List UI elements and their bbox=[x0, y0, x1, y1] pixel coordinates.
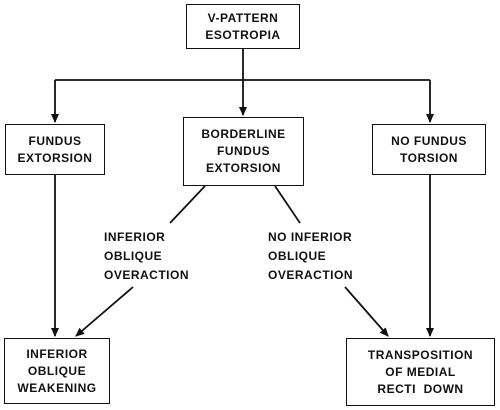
node-transposition-of-medial-recti-down: TRANSPOSITION OF MEDIAL RECTI DOWN bbox=[346, 338, 495, 406]
node-line: INFERIOR bbox=[26, 346, 88, 361]
node-no-fundus-torsion: NO FUNDUS TORSION bbox=[372, 124, 486, 175]
node-line: ESOTROPIA bbox=[205, 27, 281, 42]
label-line: OBLIQUE bbox=[268, 249, 327, 263]
node-line: V-PATTERN bbox=[207, 10, 279, 25]
node-line: OBLIQUE bbox=[27, 363, 87, 378]
arrow-io-overaction-to-weakening bbox=[75, 286, 134, 337]
node-line: TRANSPOSITION bbox=[367, 347, 474, 362]
label-line: OVERACTION bbox=[104, 268, 190, 282]
node-line: TORSION bbox=[400, 150, 458, 165]
node-line: OF MEDIAL bbox=[385, 364, 456, 379]
node-line: WEAKENING bbox=[17, 380, 97, 395]
diag-borderline-right-upper bbox=[274, 185, 301, 224]
edge-label-inferior-oblique-overaction: INFERIOR OBLIQUE OVERACTION bbox=[104, 228, 189, 285]
label-line: OVERACTION bbox=[268, 268, 354, 282]
node-line: FUNDUS bbox=[217, 144, 270, 158]
label-line: NO INFERIOR bbox=[268, 230, 353, 244]
edge-label-no-inferior-oblique-overaction: NO INFERIOR OBLIQUE OVERACTION bbox=[268, 228, 353, 285]
node-line: EXTORSION bbox=[17, 150, 93, 165]
node-inferior-oblique-weakening: INFERIOR OBLIQUE WEAKENING bbox=[4, 338, 110, 404]
node-line: RECTI DOWN bbox=[377, 381, 464, 396]
node-borderline-fundus-extorsion: BORDERLINE FUNDUS EXTORSION bbox=[183, 117, 304, 186]
node-line: BORDERLINE bbox=[201, 127, 286, 141]
node-v-pattern-esotropia: V-PATTERN ESOTROPIA bbox=[186, 4, 300, 49]
arrow-no-io-overaction-to-transposition bbox=[344, 286, 389, 337]
node-line: FUNDUS bbox=[28, 133, 82, 148]
label-line: INFERIOR bbox=[104, 230, 166, 244]
node-fundus-extorsion: FUNDUS EXTORSION bbox=[5, 124, 105, 175]
label-line: OBLIQUE bbox=[104, 249, 163, 263]
node-line: NO FUNDUS bbox=[391, 133, 467, 148]
diag-borderline-left-upper bbox=[169, 185, 206, 224]
node-line: EXTORSION bbox=[206, 161, 281, 175]
